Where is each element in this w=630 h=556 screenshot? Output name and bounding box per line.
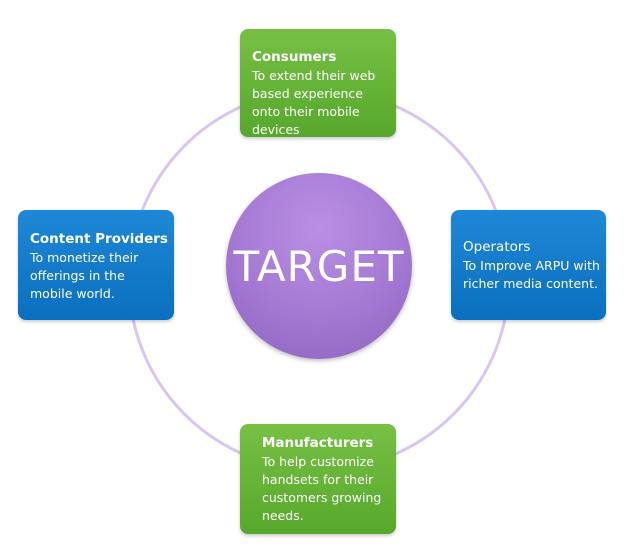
node-description: To monetize their offerings in the mobil… [30, 250, 139, 301]
center-target-circle: TARGET [226, 173, 412, 359]
node-title: Content Providers [30, 231, 168, 247]
node-content-providers: Content Providers To monetize their offe… [18, 210, 174, 320]
node-title: Manufacturers [262, 435, 374, 451]
node-description: To help customize handsets for their cus… [262, 454, 382, 523]
node-title: Operators [463, 239, 531, 255]
node-manufacturers: Manufacturers To help customize handsets… [240, 424, 396, 534]
node-description: To extend their web based experience ont… [252, 68, 376, 137]
node-operators: Operators To Improve ARPU with richer me… [451, 210, 606, 320]
node-consumers: Consumers To extend their web based expe… [240, 29, 396, 137]
node-title: Consumers [252, 49, 337, 65]
node-description: To Improve ARPU with richer media conten… [463, 258, 600, 291]
center-label: TARGET [233, 241, 405, 291]
